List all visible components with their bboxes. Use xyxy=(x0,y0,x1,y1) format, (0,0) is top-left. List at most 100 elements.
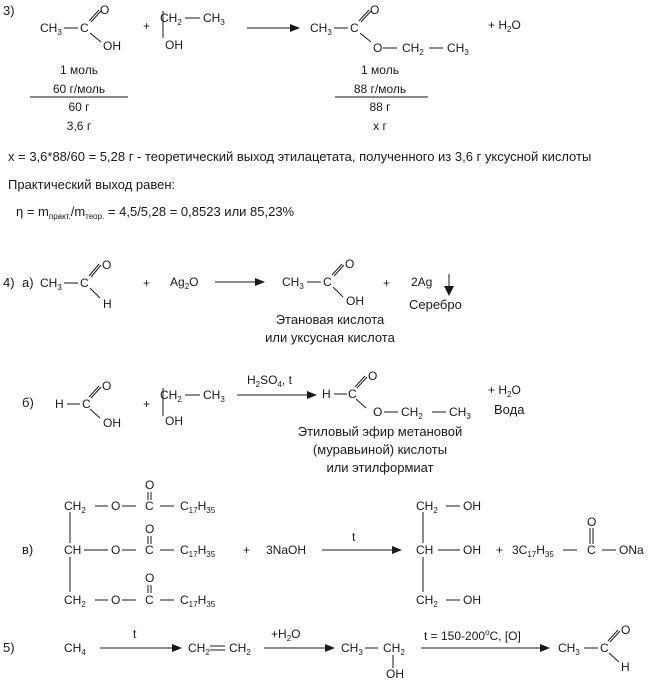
ethylene-ch2-left: CH2 xyxy=(188,641,210,657)
problem-4-number: 4) xyxy=(3,275,15,290)
triglyceride-ch2-top: CH2 xyxy=(64,499,86,515)
sodium-stearate-ona: ONa xyxy=(619,543,644,557)
acetaldehyde-oxygen: O xyxy=(621,623,631,637)
ethylene-ch2-right: CH2 xyxy=(229,641,251,657)
plus-sign: + xyxy=(243,543,251,557)
ethanol-ch2: CH2 xyxy=(160,11,182,27)
calc-left-mass: 60 г xyxy=(68,100,90,114)
ester-carbon: C xyxy=(350,21,359,35)
triglyceride-ch2-bottom: CH2 xyxy=(64,593,86,609)
ester-caption-1: Этиловый эфир метановой xyxy=(297,424,463,439)
triglyceride-carbon-3: C xyxy=(145,593,154,607)
aldehyde-oxygen: O xyxy=(102,258,112,272)
silver-product: 2Ag xyxy=(411,275,433,289)
triglyceride-carbonyl-3: O xyxy=(145,571,155,585)
triglyceride-oxygen-2: O xyxy=(111,543,121,557)
ester-carbonyl-oxygen: O xyxy=(370,3,380,17)
sodium-stearate-chain: 3C17H35 xyxy=(512,543,554,559)
problem-3-number: 3) xyxy=(3,3,15,18)
ethanol-ch2: CH2 xyxy=(383,641,405,657)
part-b-label: б) xyxy=(22,395,34,410)
glycerol-ch2-bottom: CH2 xyxy=(416,593,438,609)
ester-oxygen: O xyxy=(373,41,383,55)
sodium-stearate-oxygen: O xyxy=(587,515,597,529)
acid-ch3: CH3 xyxy=(282,275,304,291)
oxidation-condition: t = 150-200oC, [O] xyxy=(424,628,521,643)
heat-condition: t xyxy=(352,530,356,544)
acetaldehyde-ch3: CH3 xyxy=(558,641,580,657)
water-product: + H2O xyxy=(488,383,521,399)
ester-oxygen: O xyxy=(373,405,383,419)
theoretical-yield-line: x = 3,6*88/60 = 5,28 г - теоретический в… xyxy=(8,149,592,164)
ester-ch3b: CH3 xyxy=(449,405,471,421)
acid-carbonyl-oxygen: O xyxy=(100,3,110,17)
calc-right-molar-mass: 88 г/моль xyxy=(353,82,407,96)
plus-sign: + xyxy=(143,276,151,290)
fatty-chain-2: C17H35 xyxy=(180,543,216,559)
glycerol-oh-2: OH xyxy=(463,543,481,557)
water-caption: Вода xyxy=(494,402,525,417)
ester-ch2: CH2 xyxy=(402,41,424,57)
glycerol-oh-3: OH xyxy=(463,593,481,607)
plus-sign: + xyxy=(496,543,504,557)
fatty-chain-1: C17H35 xyxy=(180,499,216,515)
silver-oxide: Ag2O xyxy=(170,275,199,291)
acetaldehyde-hydrogen: H xyxy=(621,660,630,674)
triglyceride-oxygen-3: O xyxy=(111,593,121,607)
sodium-stearate-carbon: C xyxy=(587,543,596,557)
acid-caption-1: Этановая кислота xyxy=(275,312,385,327)
triglyceride-carbonyl-1: O xyxy=(145,478,155,492)
ester-ch2: CH2 xyxy=(401,405,423,421)
acetaldehyde-carbon: C xyxy=(600,641,609,655)
aldehyde-hydrogen: H xyxy=(103,297,112,311)
water-product: + H2O xyxy=(488,18,521,34)
ester-ch3: CH3 xyxy=(310,21,332,37)
ester-caption-2: (муравьиной) кислоты xyxy=(312,442,448,457)
aldehyde-carbon: C xyxy=(80,276,89,290)
problem-5-number: 5) xyxy=(3,640,15,655)
silver-caption: Серебро xyxy=(409,297,462,312)
glycerol-ch2-top: CH2 xyxy=(416,499,438,515)
calc-left-mol: 1 моль xyxy=(60,63,98,77)
plus-sign: + xyxy=(143,397,151,411)
ethanol-oh: OH xyxy=(165,414,183,428)
calc-left-given: 3,6 г xyxy=(66,119,92,133)
triglyceride-carbon-2: C xyxy=(145,543,154,557)
ester-carbonyl-oxygen: O xyxy=(368,369,378,383)
ester-ch3b: CH3 xyxy=(447,41,469,57)
acid-hydroxyl: OH xyxy=(103,39,121,53)
fatty-chain-3: C17H35 xyxy=(180,593,216,609)
heat-condition: t xyxy=(133,627,137,641)
glycerol-ch: CH xyxy=(416,543,434,557)
aldehyde-ch3: CH3 xyxy=(40,276,62,292)
calc-right-mol: 1 моль xyxy=(361,63,399,77)
ethanol-ch2: CH2 xyxy=(160,388,182,404)
part-v-label: в) xyxy=(22,542,34,557)
acid-caption-2: или уксусная кислота xyxy=(265,330,395,345)
formic-carbonyl-oxygen: O xyxy=(102,379,112,393)
formic-hydrogen: H xyxy=(55,397,64,411)
triglyceride-ch-middle: CH xyxy=(64,543,82,557)
triglyceride-carbon-1: C xyxy=(145,499,154,513)
plus-sign: + xyxy=(383,276,391,290)
part-a-label: а) xyxy=(22,275,34,290)
yield-formula: η = mпракт./mтеор. = 4,5/5,28 = 0,8523 и… xyxy=(16,204,295,222)
ethanol-oh: OH xyxy=(165,38,183,52)
ester-carbon: C xyxy=(348,387,357,401)
plus-sign: + xyxy=(143,19,151,33)
acid-carbon: C xyxy=(80,21,89,35)
methane: CH4 xyxy=(64,641,86,657)
practical-yield-heading: Практический выход равен: xyxy=(8,177,176,192)
calc-left-molar-mass: 60 г/моль xyxy=(52,82,106,96)
calc-right-unknown: х г xyxy=(373,119,387,133)
formic-carbon: C xyxy=(82,397,91,411)
triglyceride-carbonyl-2: O xyxy=(145,522,155,536)
water-addition-condition: +H2O xyxy=(271,627,301,643)
sodium-hydroxide: 3NaOH xyxy=(266,543,307,557)
ester-caption-3: или этилформиат xyxy=(326,460,434,475)
acid-hydroxyl: OH xyxy=(346,294,364,308)
triglyceride-oxygen-1: O xyxy=(111,499,121,513)
ethanol-ch3: CH3 xyxy=(203,388,225,404)
ester-hydrogen: H xyxy=(322,387,331,401)
ethanol-ch3: CH3 xyxy=(341,641,363,657)
